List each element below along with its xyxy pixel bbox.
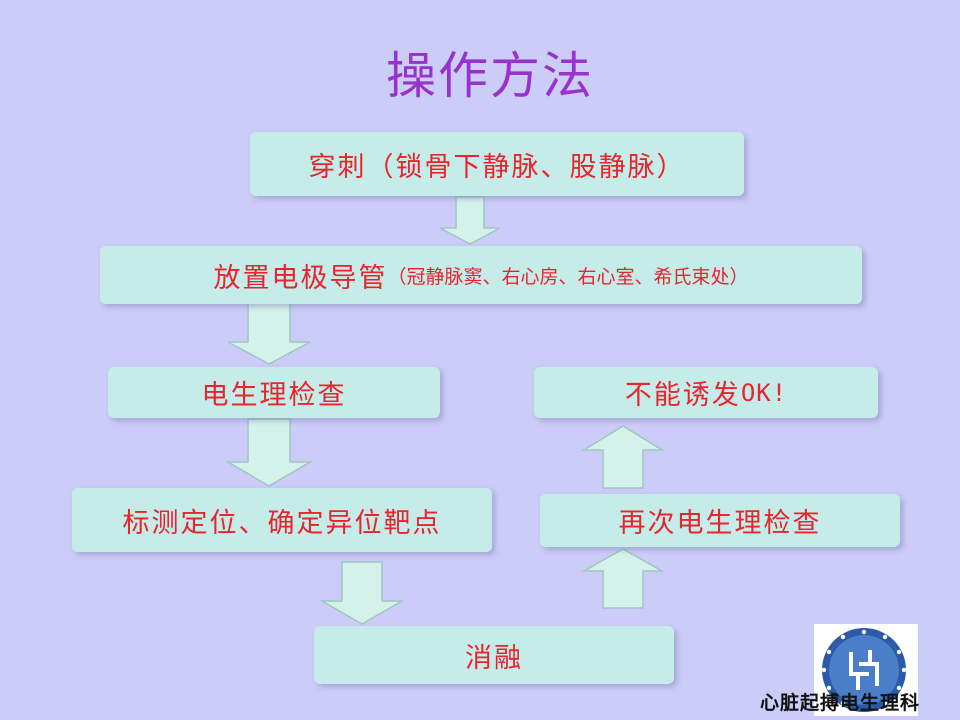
hospital-logo-icon [821, 628, 907, 712]
step-ep-check: 电生理检查 [108, 367, 440, 418]
step-mapping-label: 标测定位、确定异位靶点 [122, 507, 442, 539]
arrow-down-1 [439, 196, 501, 245]
step-place-catheter: 放置电极导管（冠静脉窦、右心房、右心室、希氏束处） [100, 246, 862, 304]
step-ablation: 消融 [314, 626, 674, 684]
arrow-down-2 [227, 302, 311, 365]
arrow-up-2 [581, 425, 665, 489]
arrow-down-3 [225, 418, 313, 487]
hospital-logo [814, 624, 918, 716]
step-not-inducible-label: 不能诱发 [624, 380, 741, 411]
step-place-catheter-label: 放置电极导管 [213, 262, 388, 294]
step-place-catheter-detail: （冠静脉窦、右心房、右心室、希氏束处） [387, 265, 749, 288]
step-mapping: 标测定位、确定异位靶点 [72, 488, 492, 552]
step-ablation-label: 消融 [465, 642, 523, 674]
step-ep-check-label: 电生理检查 [201, 380, 347, 411]
arrow-up-1 [581, 548, 665, 609]
step-puncture: 穿刺（锁骨下静脉、股静脉） [250, 132, 744, 196]
step-puncture-label: 穿刺（锁骨下静脉、股静脉） [308, 151, 686, 183]
step-recheck-label: 再次电生理检查 [618, 508, 822, 539]
page-title: 操作方法 [386, 47, 594, 105]
step-not-inducible-ok: OK! [740, 378, 788, 407]
footer-department: 心脏起搏电生理科 [760, 692, 921, 714]
arrow-down-4 [319, 561, 405, 625]
step-recheck: 再次电生理检查 [540, 494, 900, 547]
